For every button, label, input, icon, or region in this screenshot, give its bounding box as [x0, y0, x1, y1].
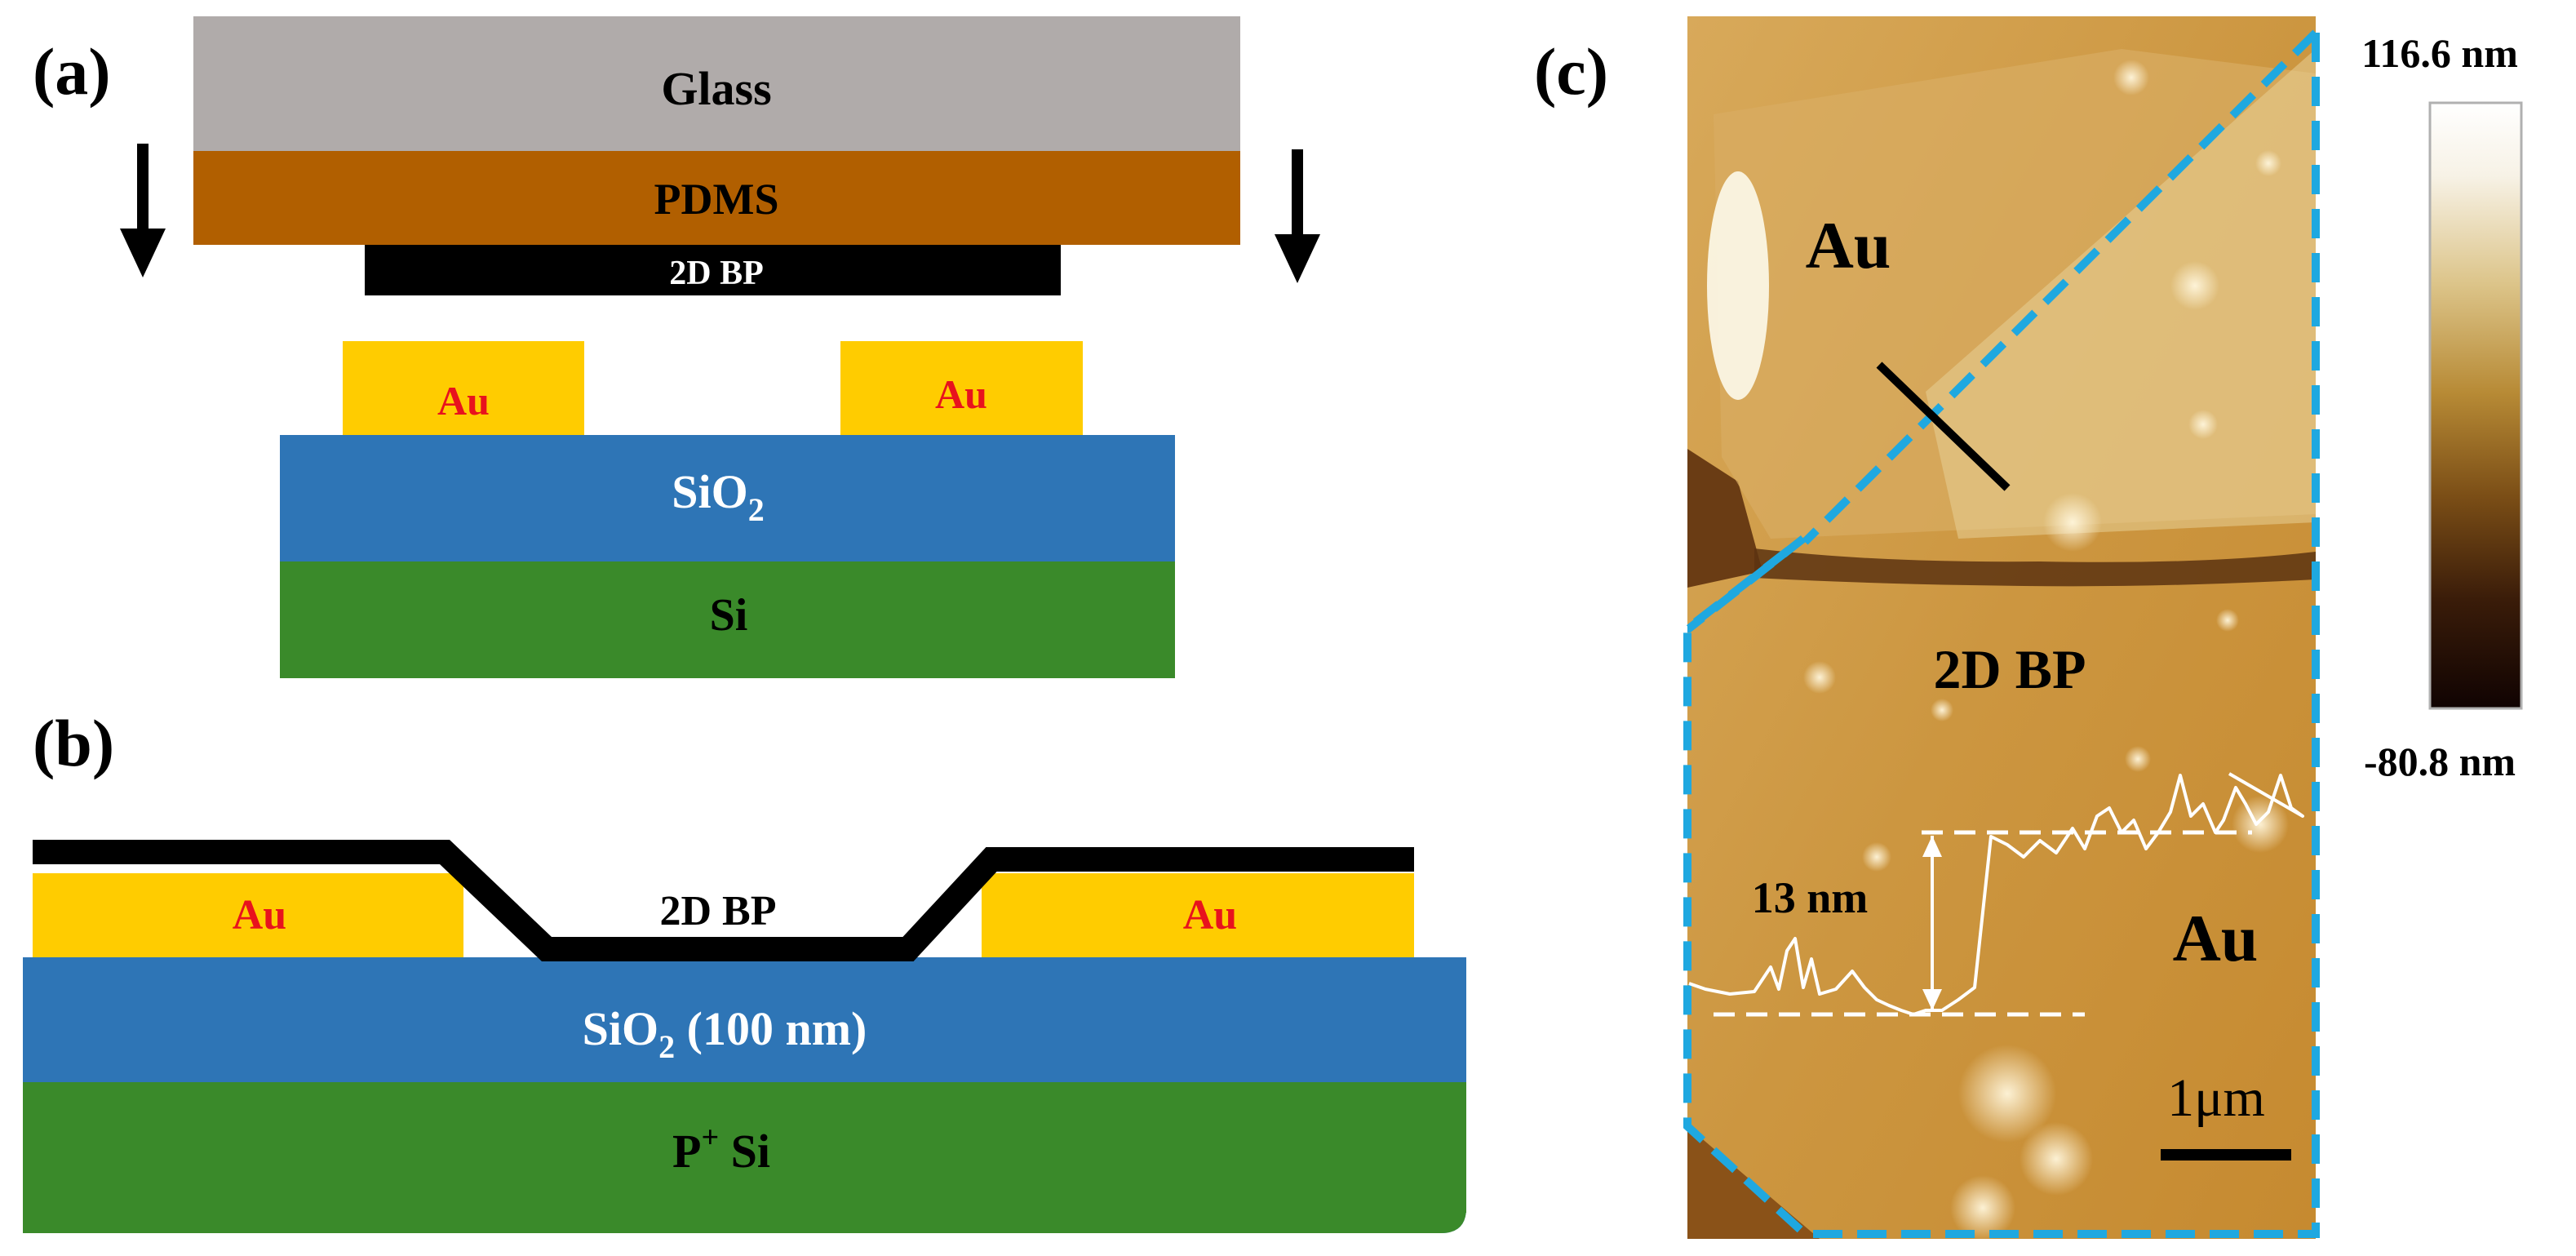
- afm-image: [1687, 16, 2316, 1239]
- au-electrode-right: [840, 341, 1083, 437]
- bp-label-b: 2D BP: [660, 888, 777, 934]
- height-profile: 13 nm: [1688, 772, 2304, 1017]
- au-electrode-left-b: [33, 873, 463, 959]
- colorbar-max-label: 116.6 nm: [2361, 30, 2518, 76]
- pdms-layer: [193, 151, 1240, 245]
- scale-bar: [2161, 1149, 2291, 1161]
- sio2-layer: [280, 435, 1175, 561]
- au-electrode-left: [343, 341, 584, 437]
- si-layer-b-corner: [23, 1208, 1466, 1233]
- colorbar: [2428, 101, 2523, 710]
- au-label-right: Au: [935, 371, 987, 417]
- panel-c: (c): [1534, 16, 2523, 1239]
- bp-outline-diagonal: [1802, 29, 2319, 545]
- bp-flake: [365, 245, 1061, 295]
- au-label-right-b: Au: [1183, 892, 1237, 939]
- panel-b: (b) Au Au 2D BP SiO2 (100 nm) P+ Si: [23, 706, 1466, 1233]
- scale-bar-label: 1μm: [2167, 1068, 2265, 1128]
- step-height-label: 13 nm: [1752, 873, 1869, 922]
- au-electrode-right-b: [982, 873, 1414, 959]
- glass-label: Glass: [661, 62, 771, 115]
- bp-film-b: [33, 840, 1414, 961]
- panel-c-tag: (c): [1534, 34, 1608, 109]
- au-label-left: Au: [437, 378, 490, 424]
- panel-a: (a) Glass PDMS 2D BP Au Au SiO2 Si: [33, 16, 1320, 678]
- si-layer-b: [23, 1082, 1466, 1213]
- p-si-label: P+ Si: [672, 1121, 770, 1178]
- au-label-left-b: Au: [233, 892, 286, 939]
- si-layer: [280, 561, 1175, 678]
- sio2-label: SiO2: [672, 465, 765, 528]
- afm-au-top-label: Au: [1806, 208, 1891, 282]
- si-label: Si: [710, 590, 748, 641]
- glass-layer: [193, 16, 1240, 151]
- pdms-label: PDMS: [654, 175, 779, 224]
- panel-b-tag: (b): [33, 706, 114, 780]
- down-arrow-left-icon: [120, 144, 166, 277]
- afm-au-bottom-label: Au: [2173, 901, 2259, 975]
- afm-bp-label: 2D BP: [1934, 638, 2086, 700]
- profile-line: [1876, 362, 2011, 491]
- panel-a-tag: (a): [33, 34, 111, 109]
- colorbar-min-label: -80.8 nm: [2364, 739, 2516, 784]
- profile-trace: [1688, 772, 2304, 1016]
- bp-label: 2D BP: [669, 255, 764, 292]
- bp-outline: [1683, 33, 2320, 1238]
- down-arrow-right-icon: [1275, 149, 1320, 283]
- sio2-label-b: SiO2 (100 nm): [583, 1002, 867, 1065]
